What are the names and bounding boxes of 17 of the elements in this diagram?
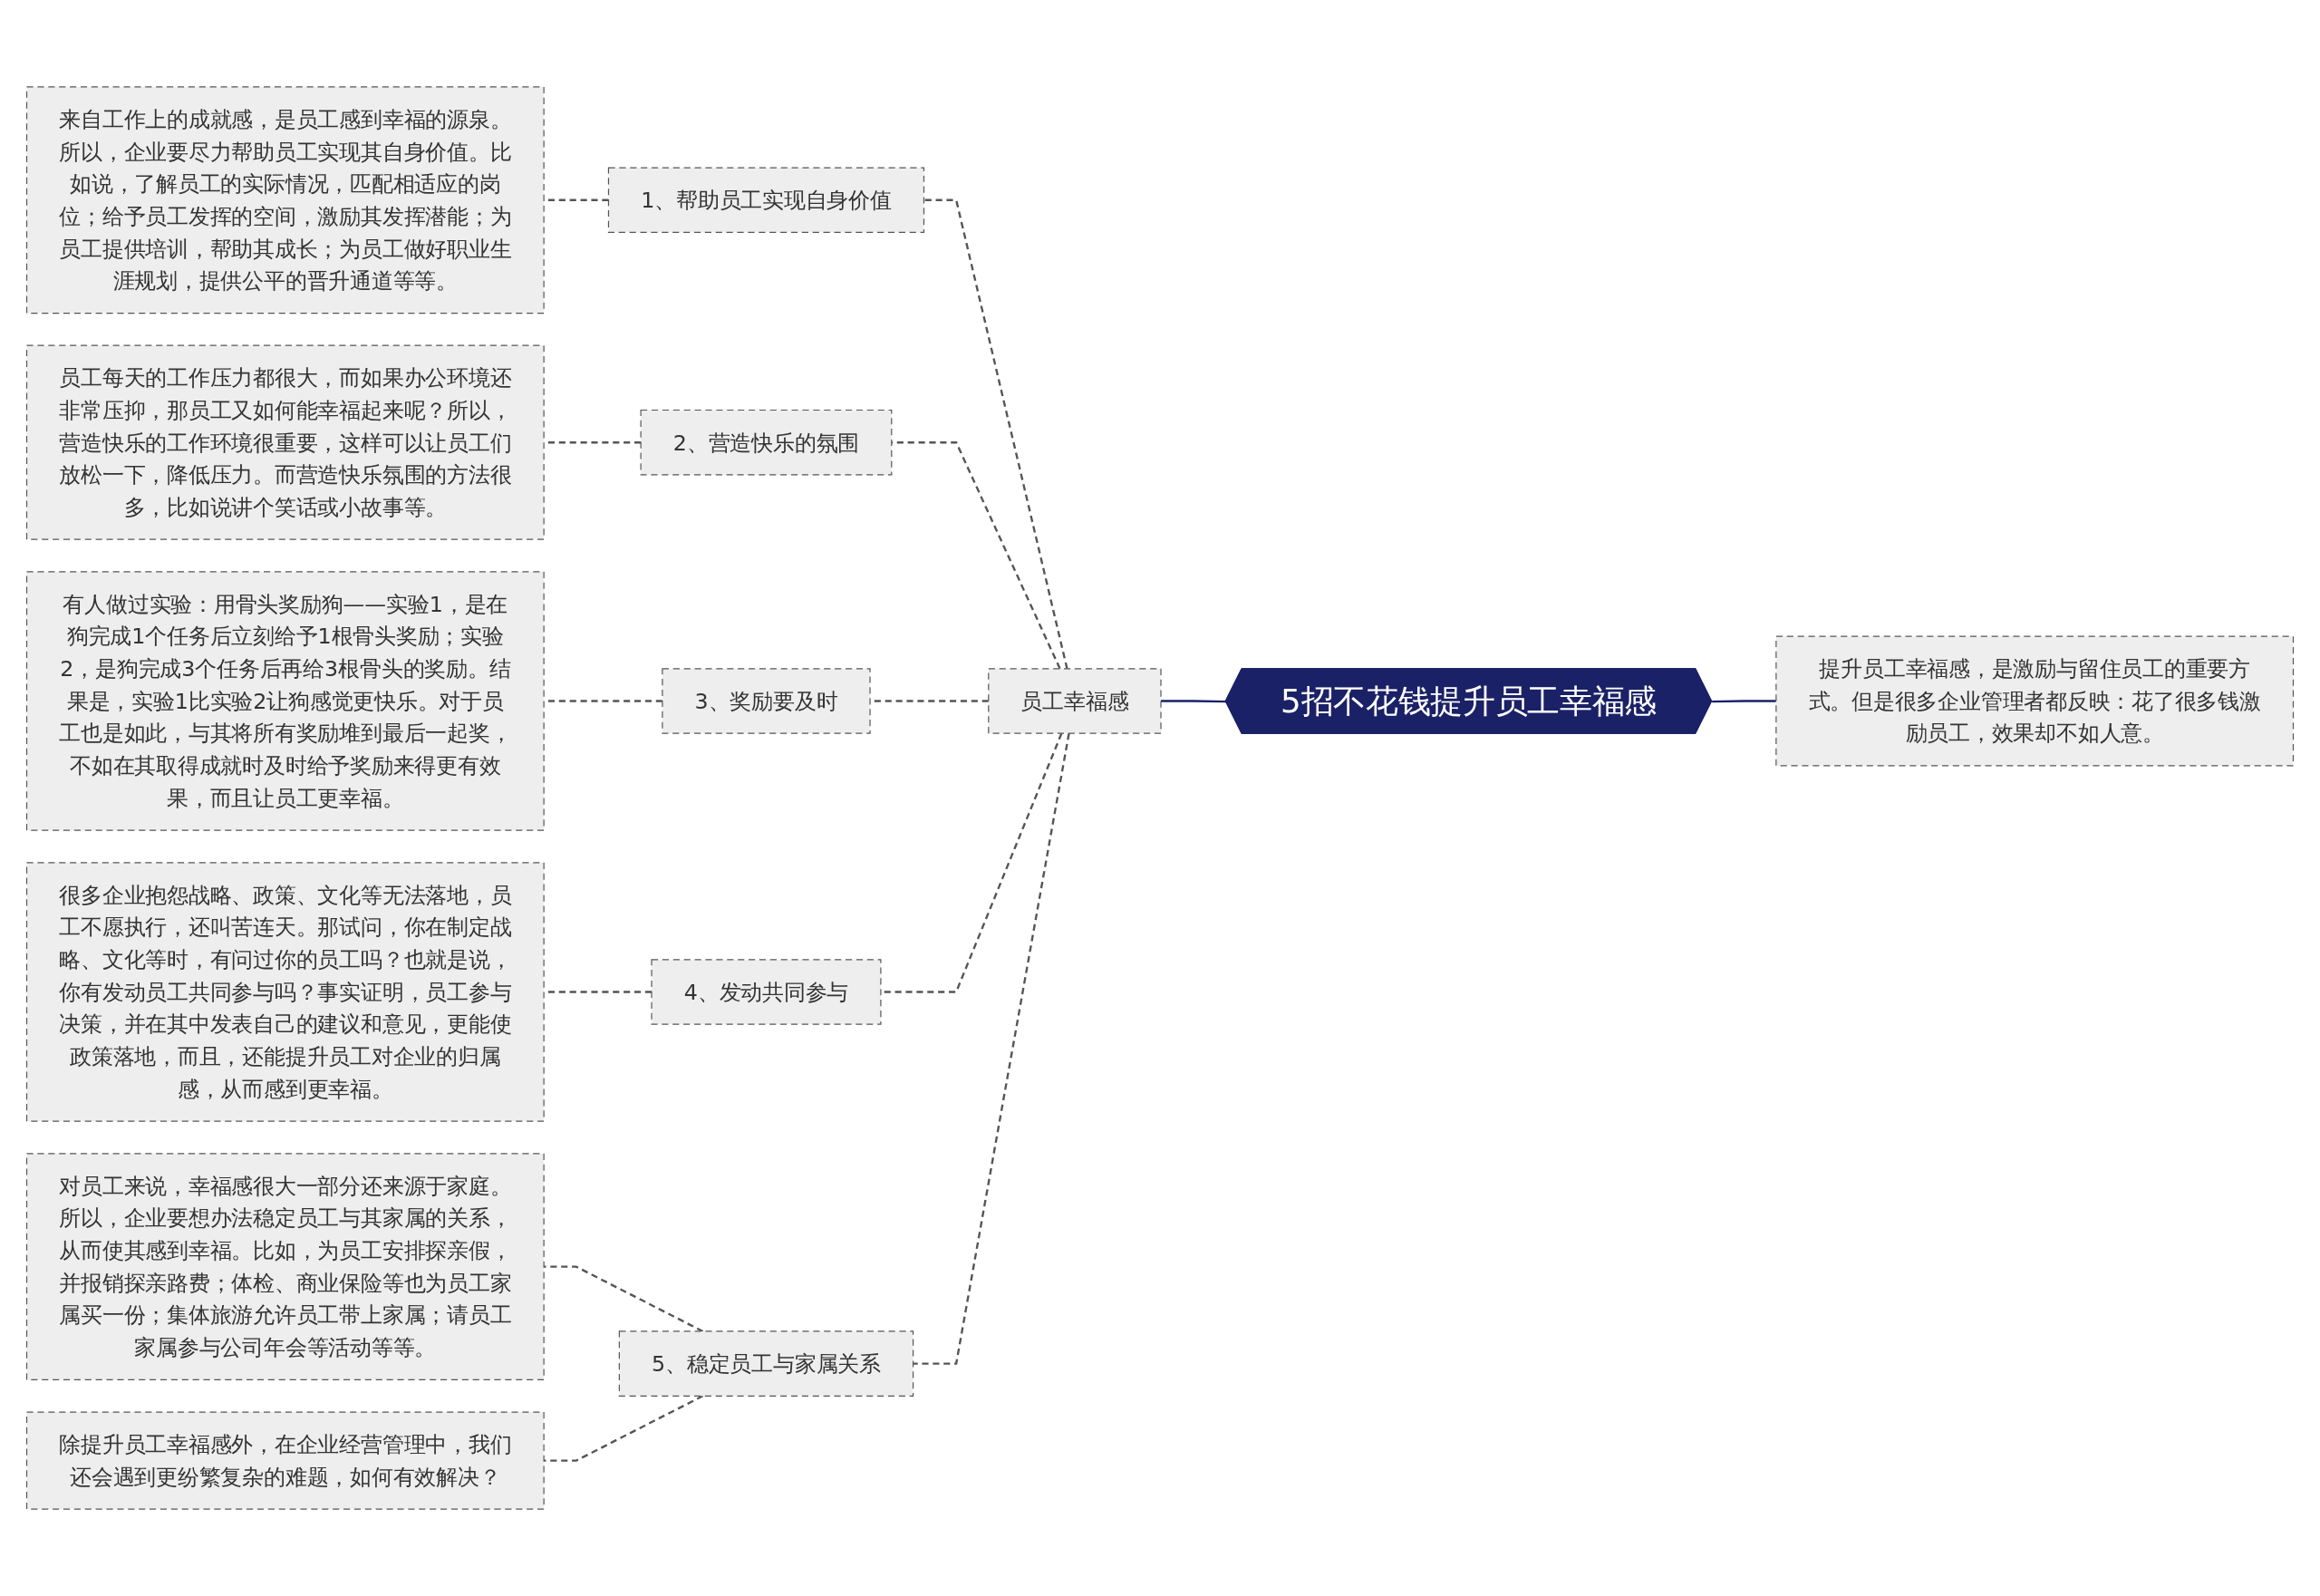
node-box: 提升员工幸福感，是激励与留住员工的重要方式。但是很多企业管理者都反映：花了很多钱激励员工，效果却不如人意。 (1775, 635, 2295, 767)
node-box: 很多企业抱怨战略、政策、文化等无法落地，员工不愿执行，还叫苦连天。那试问，你在制定战略、文化等时，有问过你的员工吗？也就是说，你有发动员工共同参与吗？事实证明，员工参与决策，并在其中发表自己的建议和意见，更能使政策落地，而且，还能提升员工对企业的归属感，从而感到更幸福。 (25, 862, 545, 1122)
node-box: 除提升员工幸福感外，在企业经营管理中，我们还会遇到更纷繁复杂的难题，如何有效解决？ (25, 1411, 545, 1510)
node-box: 4、发动共同参与 (651, 959, 882, 1025)
node-box: 对员工来说，幸福感很大一部分还来源于家庭。所以，企业要想办法稳定员工与其家属的关系，从而使其感到幸福。比如，为员工安排探亲假，并报销探亲路费；体检、商业保险等也为员工家属买一份；集体旅游允许员工带上家属；请员工家属参与公司年会等活动等等。 (25, 1153, 545, 1381)
connector (1712, 700, 1776, 703)
node-box: 员工幸福感 (988, 668, 1162, 734)
node-box: 3、奖励要及时 (662, 668, 871, 734)
node-box: 5、稳定员工与家属关系 (618, 1330, 914, 1397)
node-box: 来自工作上的成就感，是员工感到幸福的源泉。所以，企业要尽力帮助员工实现其自身价值。比如说，了解员工的实际情况，匹配相适应的岗位；给予员工发挥的空间，激励其发挥潜能；为员工提供培训，帮助其成长；为员工做好职业生涯规划，提供公平的晋升通道等等。 (25, 86, 545, 314)
node-box: 1、帮助员工实现自身价值 (607, 167, 925, 233)
connector (923, 198, 1068, 670)
connector (913, 732, 1070, 1365)
node-box: 2、营造快乐的氛围 (640, 409, 893, 476)
connector (1161, 700, 1226, 703)
node-box: 员工每天的工作压力都很大，而如果办公环境还非常压抑，那员工又如何能幸福起来呢？所以，营造快乐的工作环境很重要，这样可以让员工们放松一下，降低压力。而营造快乐氛围的方法很多，比如说讲个笑话或小故事等。 (25, 344, 545, 540)
node-box: 有人做过实验：用骨头奖励狗——实验1，是在狗完成1个任务后立刻给予1根骨头奖励；实验2，是狗完成3个任务后再给3根骨头的奖励。结果是，实验1比实验2让狗感觉更快乐。对于员工也是如此，与其将所有奖励堆到最后一起奖，不如在其取得成就时及时给予奖励来得更有效果，而且让员工更幸福。 (25, 571, 545, 831)
